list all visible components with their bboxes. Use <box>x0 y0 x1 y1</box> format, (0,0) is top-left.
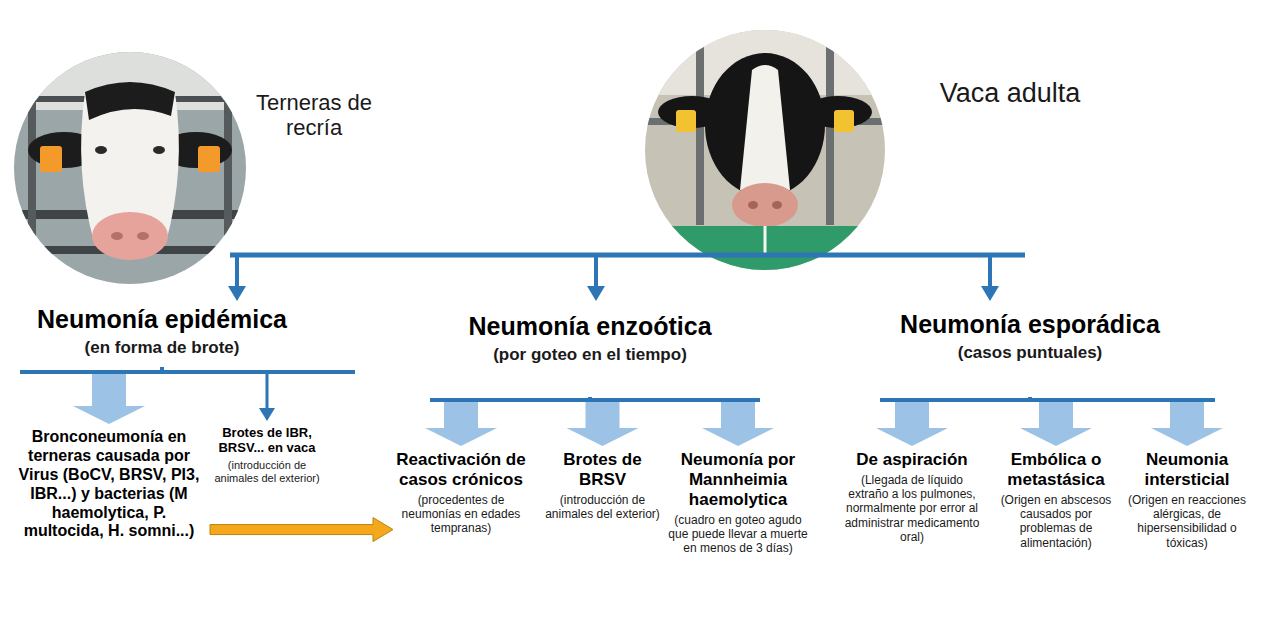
top-branch-connector <box>587 286 605 301</box>
branch-line <box>912 397 1030 400</box>
node-note: (cuadro en goteo agudo que puede llevar … <box>668 513 808 555</box>
block-arrow <box>425 402 497 446</box>
top-branch-connector <box>230 253 1025 258</box>
node-title: De aspiración <box>842 450 982 470</box>
branch-line <box>109 367 162 372</box>
calf-photo <box>153 146 165 154</box>
calf-photo <box>224 60 232 300</box>
photo-caption: Vaca adulta <box>915 78 1105 109</box>
evolution-arrow <box>210 518 393 542</box>
cause-box: Embólica o metastásica(Origen en absceso… <box>995 450 1117 550</box>
block-arrow <box>876 402 948 446</box>
cow-photo <box>748 201 758 209</box>
arrow-body <box>210 518 393 542</box>
cow-photo <box>640 25 890 275</box>
cause-box: Reactivación de casos crónicos(procedent… <box>395 450 527 536</box>
cow-photo <box>640 25 890 286</box>
cow-photo <box>676 110 696 132</box>
calf-photo <box>0 40 260 300</box>
top-branch-connector <box>988 255 992 288</box>
node-note: (Origen en reacciones alérgicas, de hipe… <box>1126 493 1248 550</box>
node-note: (introducción de animales del exterior) <box>212 459 322 485</box>
calf-photo <box>0 40 260 300</box>
block-arrow <box>702 402 774 446</box>
calf-photo <box>198 146 220 172</box>
cow-photo <box>834 110 854 132</box>
branch-arrow <box>73 367 162 424</box>
node-note: (Llegada de líquido extraño a los pulmon… <box>842 473 982 544</box>
cause-box: Neumonia intersticial(Origen en reaccion… <box>1126 450 1248 550</box>
top-branch-connector <box>228 286 246 301</box>
branch-line <box>162 367 267 372</box>
branch-arrow <box>590 397 774 446</box>
node-note: (en forma de brote) <box>12 338 312 358</box>
top-branch-connector <box>981 286 999 301</box>
block-arrow <box>1020 402 1092 446</box>
top-branch-connector <box>228 255 1025 301</box>
cow-photo <box>772 201 782 209</box>
node-title: Neumonía enzoótica <box>440 312 740 342</box>
branch-arrow <box>1020 397 1092 446</box>
node-title: Brotes de BRSV <box>540 450 665 490</box>
branch-bar <box>20 372 1215 400</box>
calf-photo <box>92 212 168 260</box>
cause-box: Bronconeumonía en terneras causada por V… <box>10 428 208 541</box>
node-title: Neumonía esporádica <box>880 310 1180 340</box>
calf-photo <box>40 146 62 172</box>
category-heading: Neumonía esporádica (casos puntuales) <box>880 310 1180 397</box>
node-title: Brotes de IBR, BRSV... en vaca <box>212 425 322 456</box>
top-branch-connector <box>594 255 598 288</box>
node-note: (introducción de animales del exterior) <box>540 493 665 521</box>
calf-photo <box>28 60 36 300</box>
cow-photo <box>740 65 790 190</box>
node-title: Reactivación de casos crónicos <box>395 450 527 490</box>
node-title: Embólica o metastásica <box>995 450 1117 490</box>
arrow-stem <box>266 372 269 409</box>
branch-arrow <box>425 397 590 446</box>
block-arrow <box>73 374 145 424</box>
branch-bar <box>880 398 1215 402</box>
branch-arrow <box>876 397 1030 446</box>
cause-box: Brotes de BRSV (introducción de animales … <box>540 450 665 521</box>
branch-arrow <box>162 367 275 421</box>
branch-arrow <box>1030 397 1223 446</box>
category-heading: Neumonía epidémica (en forma de brote) <box>12 305 312 367</box>
branch-line <box>1030 397 1187 400</box>
branch-arrow <box>567 397 639 446</box>
cause-box: Brotes de IBR, BRSV... en vaca (introducc… <box>212 425 322 485</box>
category-heading: Neumonía enzoótica (por goteo en el tiemp… <box>440 312 740 397</box>
node-note: (Origen en abscesos causados por problem… <box>995 493 1117 550</box>
photo-caption: Terneras de recría <box>248 90 380 141</box>
arrow-head <box>259 408 275 421</box>
top-branch-connector <box>235 255 239 288</box>
cow-photo <box>705 53 825 197</box>
block-arrow <box>1151 402 1223 446</box>
calf-photo <box>85 82 175 120</box>
cow-photo <box>764 226 767 256</box>
calf-photo <box>95 146 107 154</box>
branch-line <box>461 397 590 400</box>
branch-line <box>590 397 738 400</box>
cause-box: Neumonía por Mannheimia haemolytica(cuad… <box>668 450 808 556</box>
node-title: Neumonia intersticial <box>1126 450 1248 490</box>
cause-box: De aspiración (Llegada de líquido extraño… <box>842 450 982 544</box>
branch-bar <box>430 398 760 402</box>
block-arrow <box>567 402 639 446</box>
calf-photo <box>137 232 149 240</box>
node-title: Bronconeumonía en terneras causada por V… <box>10 428 208 541</box>
calf-photo <box>111 232 123 240</box>
cow-photo <box>732 183 798 227</box>
node-title: Neumonía por Mannheimia haemolytica <box>668 450 808 510</box>
node-note: (casos puntuales) <box>880 343 1180 363</box>
node-note: (procedentes de neumonías en edades temp… <box>395 493 527 535</box>
node-note: (por goteo en el tiempo) <box>440 345 740 365</box>
node-title: Neumonía epidémica <box>12 305 312 335</box>
